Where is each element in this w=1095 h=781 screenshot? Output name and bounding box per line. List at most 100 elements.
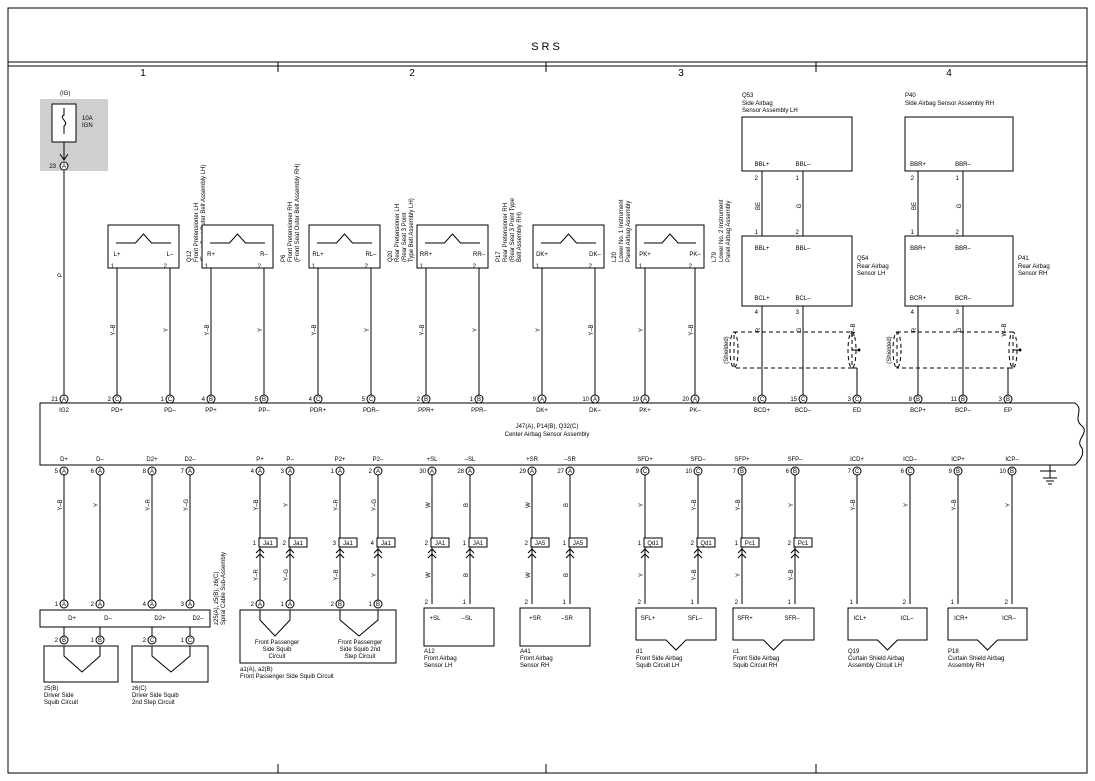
connector-letter: B	[477, 397, 481, 403]
top-terminal-connector	[112, 394, 122, 404]
sensor-pin-label: BBL+	[755, 162, 770, 168]
chevron-up-icon	[737, 548, 747, 559]
junction-name: Qd1	[647, 541, 659, 547]
connector-letter: A	[188, 469, 192, 475]
wire-color-label: Y	[639, 573, 645, 577]
rear-sensor-name: Sensor RH	[1018, 271, 1047, 277]
top-terminal-connector	[757, 394, 767, 404]
wire-color-label: Y–G	[372, 499, 378, 511]
connector-letter: A	[258, 469, 262, 475]
wire-color-label: B	[464, 573, 470, 577]
component-pin-label: –SL	[462, 616, 473, 622]
pin-number: 1	[420, 264, 424, 270]
pin-number: 1	[470, 397, 474, 403]
top-terminal-connector	[852, 394, 862, 404]
sensor-component-box	[519, 607, 591, 647]
chevron-up-icon	[255, 548, 265, 559]
component-pin-label: ICR+	[954, 616, 968, 622]
squib-symbol	[210, 233, 265, 244]
chevron-up-icon	[640, 548, 650, 559]
pretensioner-name: Front Pretensioner LH	[194, 203, 200, 262]
splice-dot	[1018, 348, 1022, 352]
wire-color-label: W	[526, 572, 532, 578]
fuse-source: (IG)	[60, 91, 70, 97]
passenger-name: Front Passenger Side Squib Circuit	[240, 674, 334, 680]
side-sensor-name: Sensor Assembly LH	[742, 108, 798, 114]
passenger-circuit-name: Circuit	[268, 654, 285, 660]
junction-connector	[793, 537, 813, 548]
component-pin-label: +SL	[430, 616, 442, 622]
sensor-pin-label: BBL+	[755, 246, 770, 252]
passenger-connector	[335, 599, 345, 609]
pin-number: 2	[143, 638, 147, 644]
bottom-terminal-name: D–	[96, 457, 104, 463]
pin-number: 7	[733, 469, 737, 475]
pretensioner-pin-label: DK–	[589, 252, 601, 258]
pin-number: 2	[1005, 600, 1009, 606]
side-sensor-code: P40	[905, 93, 916, 99]
spiral-connector	[147, 599, 157, 609]
pin-number: 4	[309, 397, 313, 403]
component-name: Front Airbag	[520, 656, 553, 662]
pin-number: 2	[91, 602, 95, 608]
squib-component-box	[635, 607, 717, 651]
pin-number: 4	[143, 602, 147, 608]
component-code: A12	[424, 649, 435, 655]
pin-number: 2	[525, 541, 529, 547]
squib-name: Squib Circuit	[44, 700, 78, 706]
wire-color-label: Y–B	[851, 499, 857, 510]
squib-box	[43, 645, 119, 683]
wire-color-label: Y	[473, 328, 479, 332]
connector-letter: B	[793, 469, 797, 475]
pin-number: 2	[55, 638, 59, 644]
bottom-terminal-name: –SL	[465, 457, 476, 463]
wire-color-label: BE	[912, 202, 918, 210]
pin-number: 2	[796, 230, 800, 236]
pin-number: 3	[956, 310, 960, 316]
pin-number: 8	[143, 469, 147, 475]
center-sensor-connectors: J47(A), P14(B), Q32(C)	[516, 424, 579, 430]
fuse-connector	[59, 161, 69, 171]
connector-letter: B	[262, 397, 266, 403]
pretensioner-name: Lower No. 1 Instrument	[619, 199, 625, 262]
fuse-connector-letter: A	[62, 164, 66, 170]
squib-symbol	[339, 610, 379, 637]
pin-number: 2	[473, 264, 477, 270]
connector-letter: B	[62, 638, 66, 644]
connector-letter: B	[376, 602, 380, 608]
pin-number: 28	[457, 469, 464, 475]
pin-number: 2	[638, 600, 642, 606]
pin-number: 1	[796, 176, 800, 182]
rear-sensor-name: Sensor LH	[857, 271, 885, 277]
connector-letter: C	[760, 397, 765, 403]
shielded-label: (Shielded)	[887, 336, 893, 363]
connector-letter: C	[316, 397, 321, 403]
spiral-name: Spiral Cable Sub-Assembly	[221, 552, 227, 625]
wire-color-label: B	[564, 503, 570, 507]
pin-number: 2	[525, 600, 529, 606]
bottom-terminal-name: +SL	[427, 457, 439, 463]
connector-letter: B	[98, 638, 102, 644]
wire-color-label: G	[797, 327, 803, 332]
pin-number: 2	[911, 176, 915, 182]
pin-number: 1	[638, 541, 642, 547]
junction-name: Pc1	[798, 541, 809, 547]
top-terminal-name: BCP–	[955, 408, 971, 414]
circuit-layer: PA21IG2Y–BC2PD+YC1PD–Y–BB4PP+YB5PP–Y–BC4…	[39, 62, 1050, 773]
pin-number: 1	[735, 541, 739, 547]
top-terminal-connector	[690, 394, 700, 404]
top-terminal-name: PDR+	[310, 408, 327, 414]
wire-color-label: W	[426, 502, 432, 508]
connector-letter: C	[801, 397, 806, 403]
pin-number: 2	[425, 600, 429, 606]
pretensioner-name: Type Belt Assembly LH)	[409, 198, 415, 262]
pin-number: 15	[790, 397, 797, 403]
component-name: Front Side Airbag	[636, 656, 682, 662]
squib-code: z5(B)	[44, 686, 58, 692]
top-terminal-name: PD–	[164, 408, 176, 414]
center-sensor-name: Center Airbag Sensor Assembly	[505, 432, 590, 438]
wire-color-label: Y	[536, 328, 542, 332]
pin-number: 6	[91, 469, 95, 475]
connector-letter: A	[530, 469, 534, 475]
pin-number: 8	[909, 397, 913, 403]
